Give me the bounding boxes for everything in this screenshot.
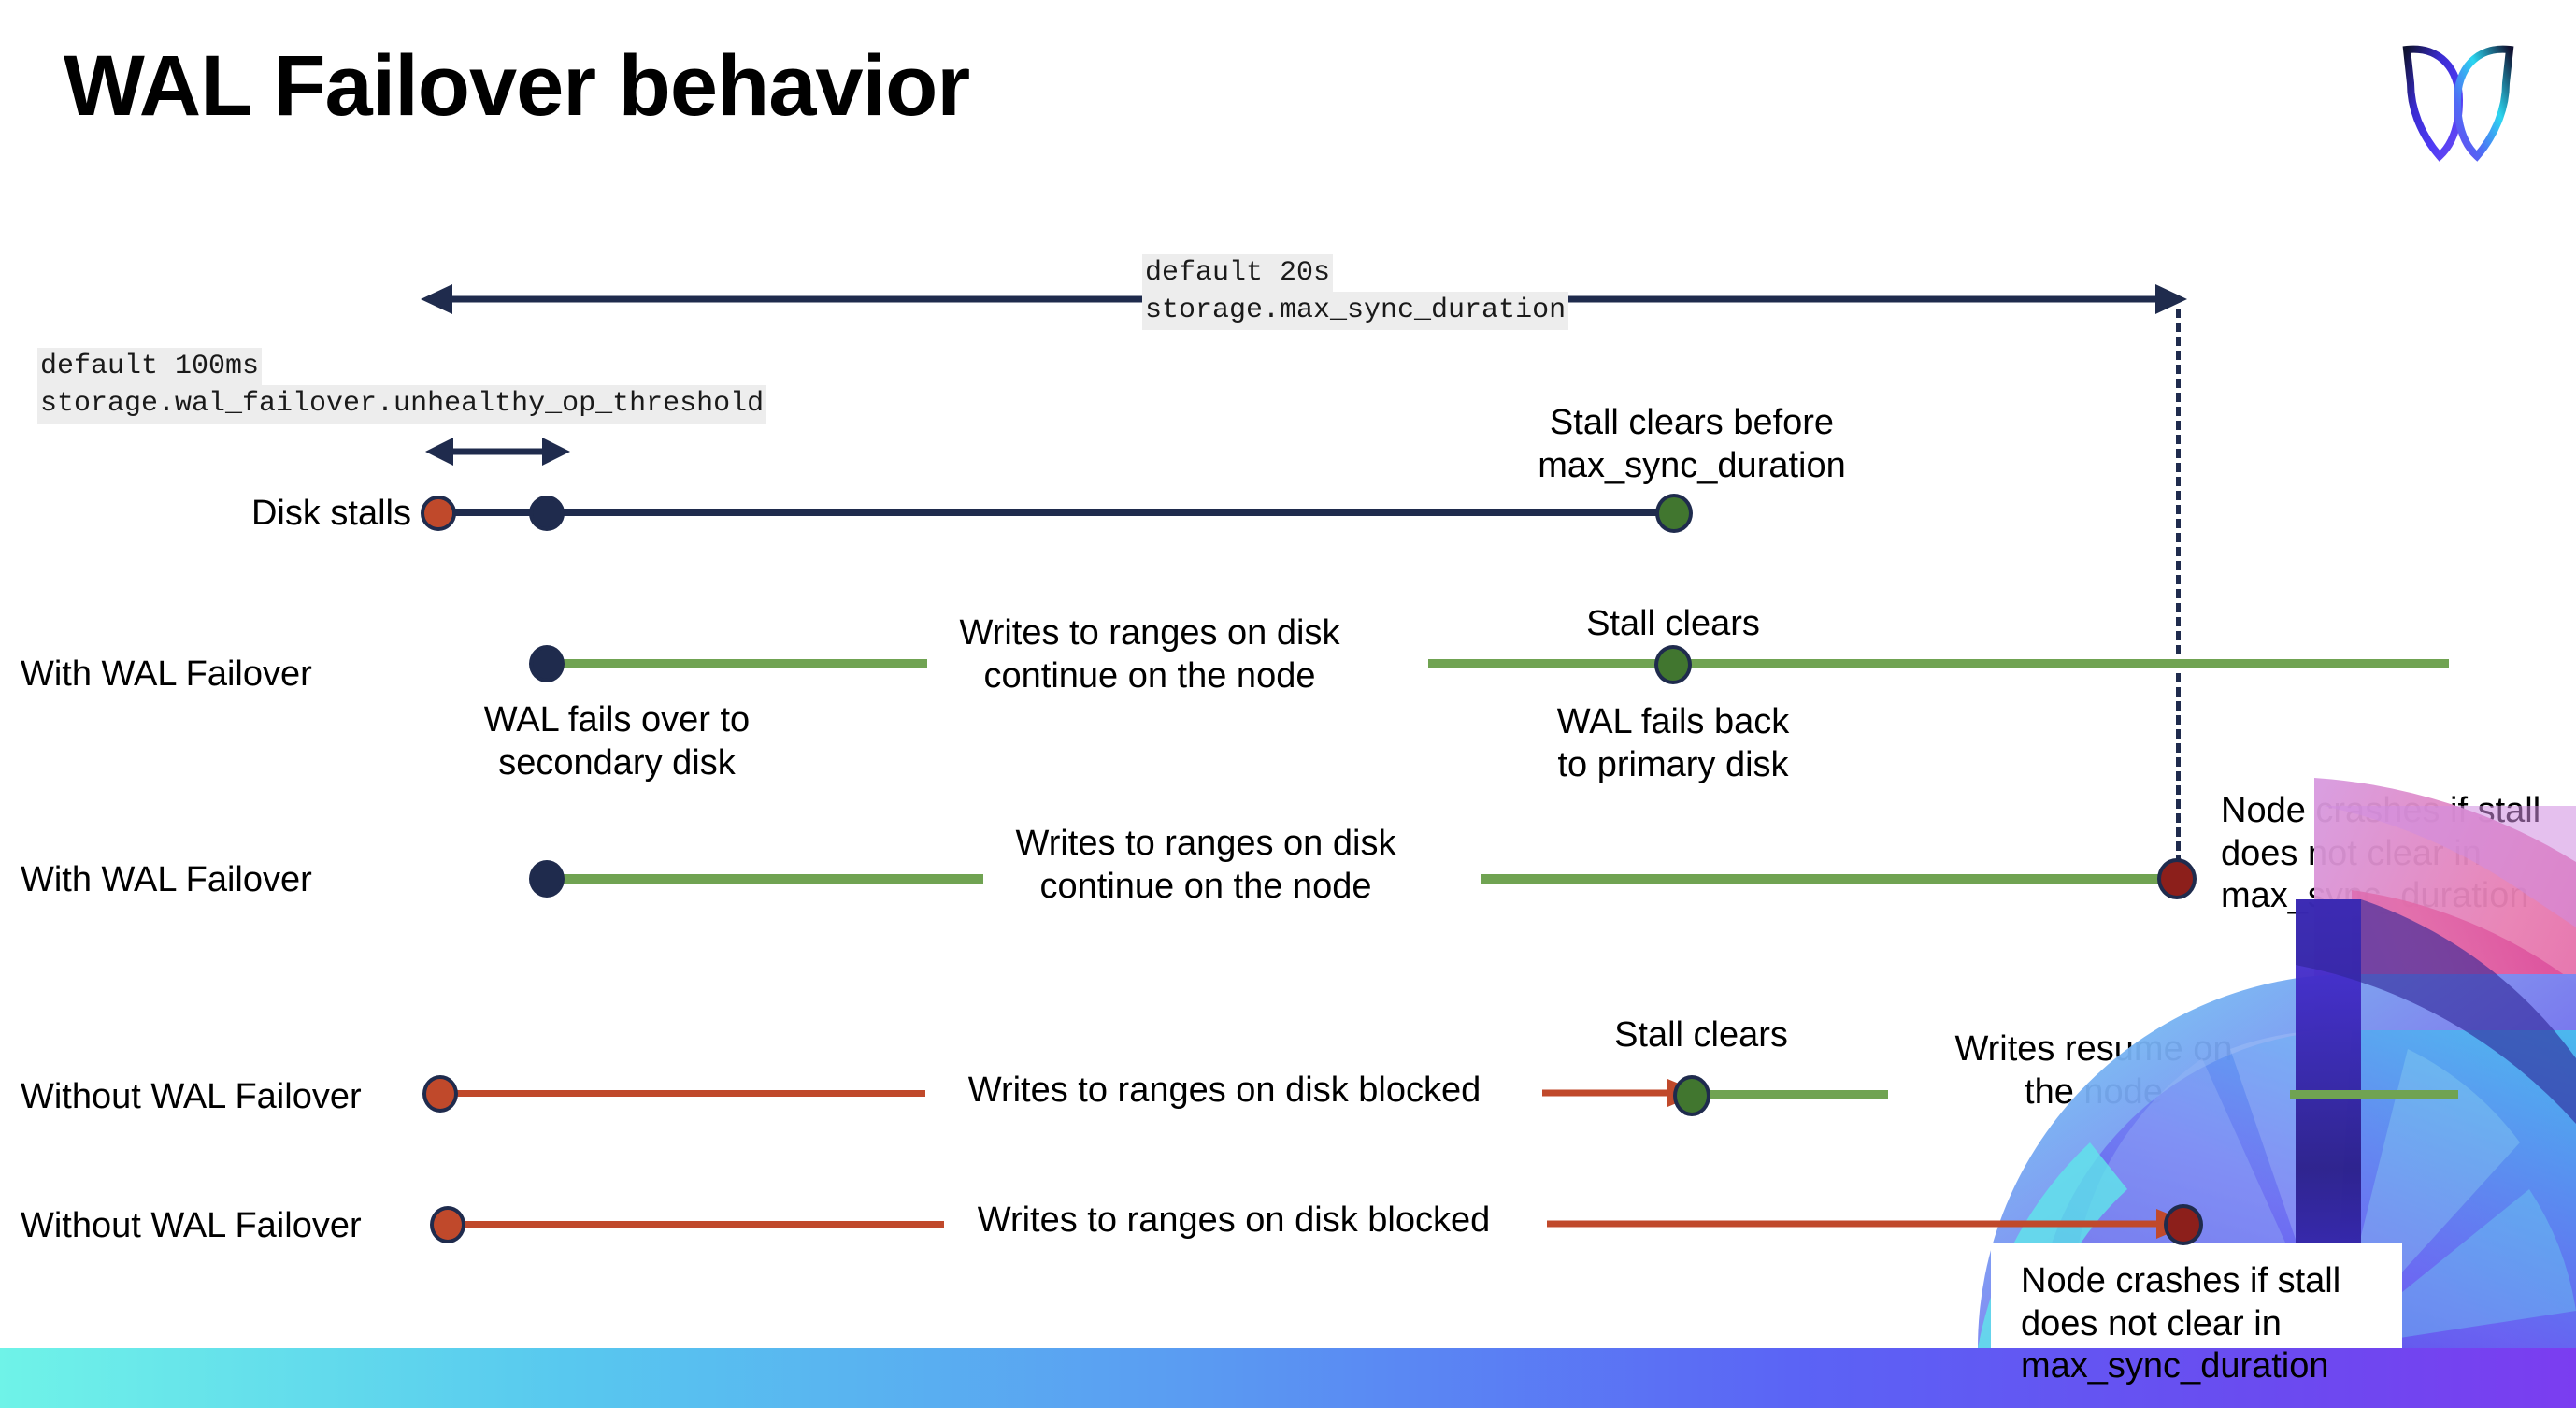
note-writes-continue-1: Writes to ranges on disk continue on the… <box>959 613 1340 696</box>
with-failover-2-segment-right <box>1481 874 2173 884</box>
with-failover-1-segment-left <box>544 659 927 668</box>
note-writes-blocked-2: Writes to ranges on disk blocked <box>977 1200 1491 1240</box>
with-failover-1-stall-clear-marker <box>1654 645 1692 684</box>
without-failover-1-resume-line <box>1701 1090 1888 1099</box>
cockroachdb-logo-icon <box>2397 33 2519 164</box>
max-sync-duration-default: default 20s <box>1142 254 1334 293</box>
unhealthy-op-threshold-label: default 100ms storage.wal_failover.unhea… <box>37 348 767 424</box>
note-wal-fails-over-to-secondary-disk: WAL fails over to secondary disk <box>483 700 751 783</box>
row-label-disk-stalls: Disk stalls <box>250 494 411 533</box>
disk-stall-failover-marker <box>529 496 565 531</box>
note-wal-fails-back-to-primary-disk: WAL fails back to primary disk <box>1556 702 1790 784</box>
page-title: WAL Failover behavior <box>64 38 970 134</box>
row-label-with-wal-failover-1: With WAL Failover <box>21 654 312 694</box>
unhealthy-op-threshold-default: default 100ms <box>37 348 263 386</box>
without-failover-2-node-crash-marker <box>2164 1204 2203 1245</box>
unhealthy-op-threshold-setting: storage.wal_failover.unhealthy_op_thresh… <box>37 385 767 424</box>
row-label-without-wal-failover-2: Without WAL Failover <box>21 1206 362 1245</box>
with-failover-2-node-crash-marker <box>2157 858 2197 899</box>
disk-stalls-timeline <box>439 509 1673 516</box>
note-writes-blocked-1: Writes to ranges on disk blocked <box>967 1070 1481 1110</box>
with-failover-1-failover-marker <box>529 645 565 682</box>
row-label-without-wal-failover-1: Without WAL Failover <box>21 1077 362 1116</box>
note-node-crashes-2: Node crashes if stall does not clear in … <box>2021 1261 2341 1386</box>
note-writes-resume-on-the-node: Writes resume on the node <box>1954 1029 2233 1112</box>
note-node-crashes-1: Node crashes if stall does not clear in … <box>2221 791 2541 916</box>
without-failover-1-resume-line-far <box>2290 1090 2458 1099</box>
bottom-gradient-bar <box>0 1348 2576 1408</box>
unhealthy-op-threshold-arrow <box>425 433 570 470</box>
note-stall-clears-before-max-sync: Stall clears before max_sync_duration <box>1538 403 1846 485</box>
with-failover-2-segment-left <box>544 874 983 884</box>
max-sync-duration-setting: storage.max_sync_duration <box>1142 292 1569 330</box>
without-failover-2-blocked-line <box>458 1221 944 1228</box>
with-failover-1-segment-right <box>1428 659 2449 668</box>
without-failover-1-stall-clear-marker <box>1673 1075 1710 1116</box>
note-stall-clears-2: Stall clears <box>1614 1015 1788 1055</box>
without-failover-2-blocked-arrow <box>1547 1204 2192 1242</box>
disk-stall-clear-marker <box>1655 494 1693 533</box>
with-failover-2-failover-marker <box>529 860 565 898</box>
max-sync-duration-label: default 20s storage.max_sync_duration <box>1142 254 1569 330</box>
disk-stall-start-marker <box>421 496 456 531</box>
without-failover-2-stall-start-marker <box>430 1206 465 1243</box>
without-failover-1-stall-start-marker <box>422 1075 458 1113</box>
row-label-with-wal-failover-2: With WAL Failover <box>21 860 312 899</box>
max-sync-duration-dashed-guide <box>2176 309 2181 879</box>
without-failover-1-blocked-line <box>449 1090 925 1097</box>
note-stall-clears-1: Stall clears <box>1586 604 1760 643</box>
note-writes-continue-2: Writes to ranges on disk continue on the… <box>1015 824 1396 906</box>
